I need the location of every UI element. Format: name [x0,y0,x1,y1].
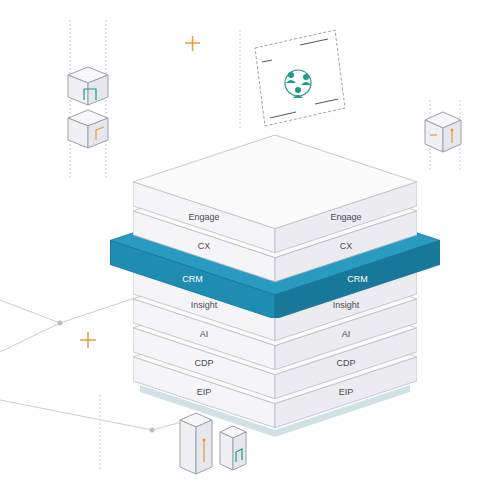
layer-label: CDP [156,357,252,369]
label-holder: CDP [298,357,394,369]
layer-slab [133,135,417,253]
layer-label: EIP [156,386,252,398]
label-holder: Engage [156,211,252,223]
window-card [255,30,345,126]
wire-lines [0,20,460,470]
label-holder: CX [298,240,394,252]
layer-label: AI [156,328,252,340]
label-holder: CDP [156,357,252,369]
layer-label: Engage [156,211,252,223]
label-holder: CX [156,240,252,252]
label-holder: AI [156,328,252,340]
layer-label: EIP [298,386,394,398]
cube-mark [84,89,96,100]
label-holder: CRM [310,273,406,285]
stack-layer: Engage Engage [133,135,417,253]
slab-right [275,357,417,428]
label-holder: CRM [145,273,241,285]
cube-icon [68,67,108,148]
slab-left [133,357,275,428]
layer-label: AI [298,328,394,340]
cube-mark [450,128,453,131]
cube-mark [430,134,437,135]
layer-label: CDP [298,357,394,369]
server-icon [180,413,246,474]
layer-label: CRM [145,273,241,285]
cube-mark [96,127,104,140]
server-mark [236,449,242,462]
cube-icon [425,112,461,152]
cube-mark [451,130,452,143]
label-holder: EIP [298,386,394,398]
label-holder: AI [298,328,394,340]
server-mark [203,440,204,462]
server-mark [202,438,205,441]
layer-label: CX [298,240,394,252]
layer-label: CX [156,240,252,252]
wire-dot [58,321,63,326]
label-holder: Engage [298,211,394,223]
layer-label: CRM [310,273,406,285]
label-holder: EIP [156,386,252,398]
layer-label: Engage [298,211,394,223]
wire-dot [150,428,155,433]
